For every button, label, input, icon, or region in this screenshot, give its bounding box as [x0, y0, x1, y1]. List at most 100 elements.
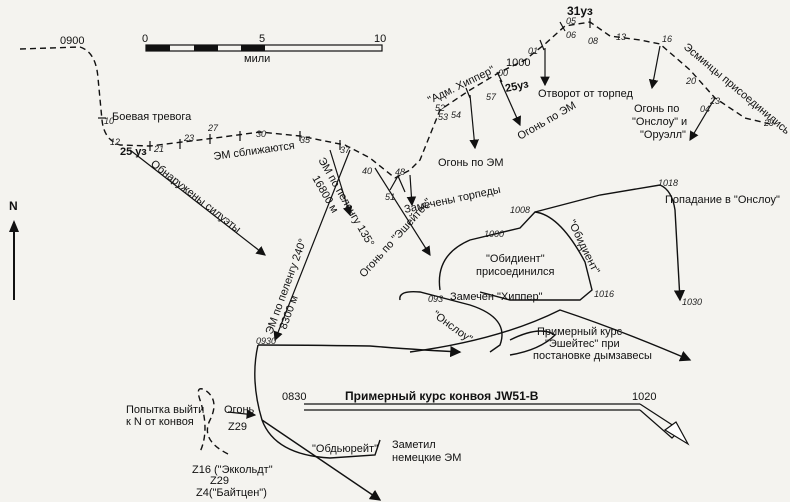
label-speed31: 31уз: [567, 4, 593, 18]
time-35: 35: [300, 135, 311, 145]
achates-loop: [509, 330, 557, 356]
time-20: 20: [685, 76, 696, 86]
label-achates-course-1: Примерный курс: [537, 326, 623, 338]
time-1000b: 1000: [484, 229, 504, 239]
time-1018: 1018: [658, 178, 678, 188]
label-achates-course-3: постановке дымзавесы: [533, 350, 652, 362]
time-13: 13: [616, 32, 626, 42]
label-convoy-course: Примерный курс конвоя JW51-B: [345, 389, 539, 403]
time-1030: 1030: [682, 297, 702, 307]
time-0930: 0930: [256, 336, 276, 346]
arrow-fire-achates: [374, 167, 431, 257]
time-29: 29: [763, 118, 774, 128]
time-0900: 0900: [60, 35, 84, 47]
time-093: 093: [428, 294, 443, 304]
obdurate-track: [254, 344, 381, 459]
scale-bar: 0 5 10 мили: [142, 33, 386, 65]
time-12: 12: [110, 137, 120, 147]
onslow-track: [399, 290, 503, 353]
time-06: 06: [566, 30, 576, 40]
obdurate-track-main: [257, 344, 462, 358]
label-obedient-side: "Обидиент": [565, 218, 602, 276]
label-obedient-joined-2: присоединился: [476, 266, 555, 278]
time-1000: 1000: [506, 57, 530, 69]
label-obdurate: "Обдьюрейт": [312, 443, 378, 455]
onslow-track-main: [534, 184, 686, 302]
hipper-track-early: [19, 46, 396, 179]
label-z16-3: Z4("Байтцен"): [196, 487, 267, 499]
arrow-silhouettes: [129, 149, 266, 256]
time-37: 37: [340, 145, 351, 155]
label-speed25: 25 уз: [120, 146, 147, 158]
north-arrow: N: [9, 199, 19, 300]
time-10: 10: [104, 116, 114, 126]
label-escape-2: к N от конвоя: [126, 416, 194, 428]
arrow-fire-dd-1: [469, 94, 479, 150]
label-fire-onslow-2: "Онслоу" и: [632, 116, 687, 128]
label-fire-onslow-3: "Оруэлл": [640, 129, 686, 141]
hipper-ticks: [98, 18, 591, 151]
arrow-bearing240: [273, 149, 351, 342]
time-23: 23: [183, 133, 194, 143]
time-23b: 23: [709, 96, 720, 106]
time-1020: 1020: [632, 391, 656, 403]
label-silhouettes: Обнаружены силуэты: [148, 158, 243, 236]
time-16: 16: [662, 34, 672, 44]
label-z16-2: Z29: [210, 475, 229, 487]
label-achates-course-2: "Эшейтес" при: [545, 338, 620, 350]
convoy-course: [304, 403, 690, 446]
time-1016: 1016: [594, 289, 614, 299]
label-alarm: Боевая тревога: [112, 111, 192, 123]
time-51: 51: [385, 192, 395, 202]
label-destroyers-close: ЭМ сближаются: [213, 140, 296, 163]
time-01: 01: [528, 46, 538, 56]
time-08: 08: [588, 36, 598, 46]
german-destroyers-track: [197, 388, 229, 455]
time-53: 53: [438, 112, 448, 122]
time-27: 27: [207, 123, 219, 133]
label-destroyers-joined: Эсминцы присоединились: [681, 41, 790, 137]
time-21: 21: [153, 144, 164, 154]
label-z16-1: Z16 ("Эккольдт": [192, 464, 273, 476]
achates-track: [409, 309, 692, 362]
time-52: 52: [435, 103, 445, 113]
label-fire-dd: Огонь по ЭМ: [438, 157, 504, 169]
scale-tick-10: 10: [374, 33, 386, 45]
label-noticed-2: немецкие ЭМ: [392, 452, 461, 464]
arrow-fire-orwell: [689, 97, 716, 142]
arrow-fire-onslow: [648, 45, 661, 90]
time-54: 54: [451, 110, 461, 120]
label-escape-1: Попытка выйти: [126, 404, 204, 416]
time-40: 40: [362, 166, 372, 176]
label-hit-onslow: Попадание в "Онслоу": [665, 194, 780, 206]
time-04: 04: [700, 104, 710, 114]
arrow-fire-z29: [227, 409, 257, 419]
label-hipper-spotted: Замечен "Хиппер": [450, 291, 543, 303]
label-fire-z29-1: Огонь: [224, 404, 255, 416]
label-speed25b: 25уз: [504, 78, 530, 95]
obdurate-to-convoy: [261, 419, 382, 501]
label-onslow: "Онслоу": [430, 309, 474, 346]
label-fire-dd-2: Огонь по ЭМ: [516, 99, 579, 142]
label-fire-onslow-1: Огонь по: [634, 103, 679, 115]
arrow-fire-dd-2: [499, 79, 521, 127]
label-obedient-joined-1: "Обидиент": [486, 253, 545, 265]
time-1008: 1008: [510, 205, 530, 215]
north-label: N: [9, 199, 18, 213]
torpedo-marks: [389, 174, 406, 193]
arrow-torpedoes: [406, 174, 417, 207]
scale-tick-0: 0: [142, 33, 148, 45]
time-0830: 0830: [282, 391, 306, 403]
label-fire-z29-2: Z29: [228, 421, 247, 433]
time-57: 57: [486, 92, 497, 102]
time-00: 00: [498, 68, 508, 78]
label-turn-away: Отворот от торпед: [538, 88, 633, 100]
scale-unit: мили: [244, 53, 270, 65]
arrow-bearing135: [329, 149, 353, 217]
scale-tick-5: 5: [259, 33, 265, 45]
time-48: 48: [395, 167, 405, 177]
time-05: 05: [566, 16, 577, 26]
time-30: 30: [256, 129, 266, 139]
